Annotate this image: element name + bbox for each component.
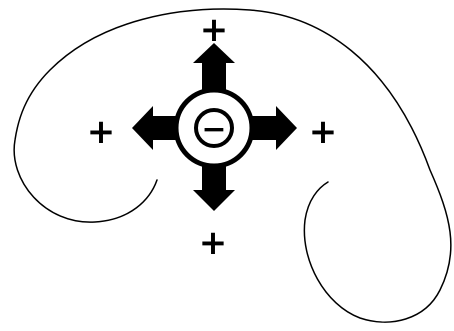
plus-sign-left: +: [87, 112, 116, 152]
plus-sign-right: +: [309, 112, 338, 152]
outline-curve: [14, 9, 451, 322]
center-symbol: −: [201, 112, 226, 147]
plus-sign-bottom: +: [199, 223, 228, 263]
plus-sign-top: +: [200, 10, 229, 50]
